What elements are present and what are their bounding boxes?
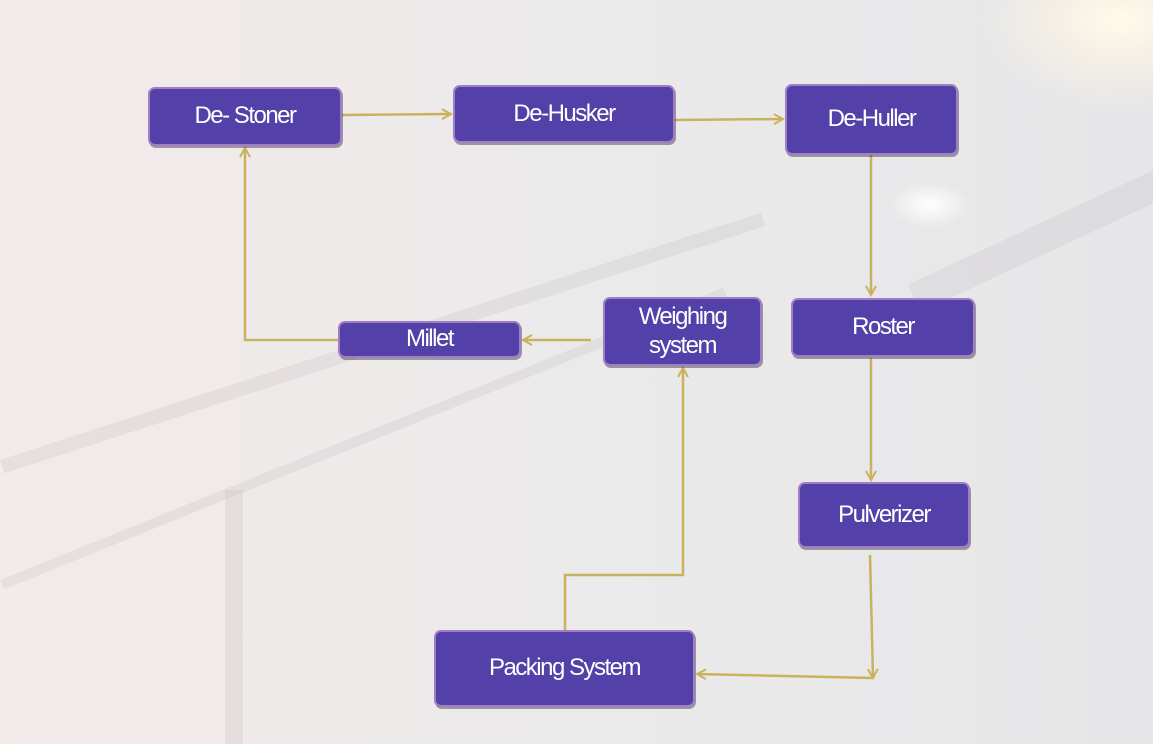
node-label: Roster bbox=[852, 313, 915, 341]
node-label: De- Stoner bbox=[194, 102, 297, 130]
node-label: Pulverizer bbox=[838, 500, 931, 528]
node-label: Weighing system bbox=[638, 302, 728, 359]
node-label: Packing System bbox=[488, 654, 642, 682]
node-packing: Packing System bbox=[434, 630, 695, 707]
node-dehusker: De-Husker bbox=[453, 85, 675, 143]
arrow-to-packing bbox=[697, 674, 874, 678]
arrow-destoner-dehusker bbox=[341, 114, 451, 115]
node-label: Millet bbox=[405, 325, 455, 353]
node-dehuller: De-Huller bbox=[785, 84, 958, 155]
node-weighing: Weighing system bbox=[603, 297, 762, 366]
node-roster: Roster bbox=[791, 298, 975, 357]
node-label: De-Husker bbox=[513, 99, 616, 127]
node-millet: Millet bbox=[338, 321, 521, 358]
node-label: De-Huller bbox=[827, 105, 917, 133]
arrow-packing-weighing bbox=[563, 368, 683, 630]
arrow-millet-destoner bbox=[245, 148, 338, 342]
arrow-dehusker-dehuller bbox=[674, 119, 783, 120]
arrow-pulverizer-corner bbox=[870, 554, 873, 678]
node-destoner: De- Stoner bbox=[148, 87, 342, 146]
node-pulverizer: Pulverizer bbox=[798, 482, 970, 548]
